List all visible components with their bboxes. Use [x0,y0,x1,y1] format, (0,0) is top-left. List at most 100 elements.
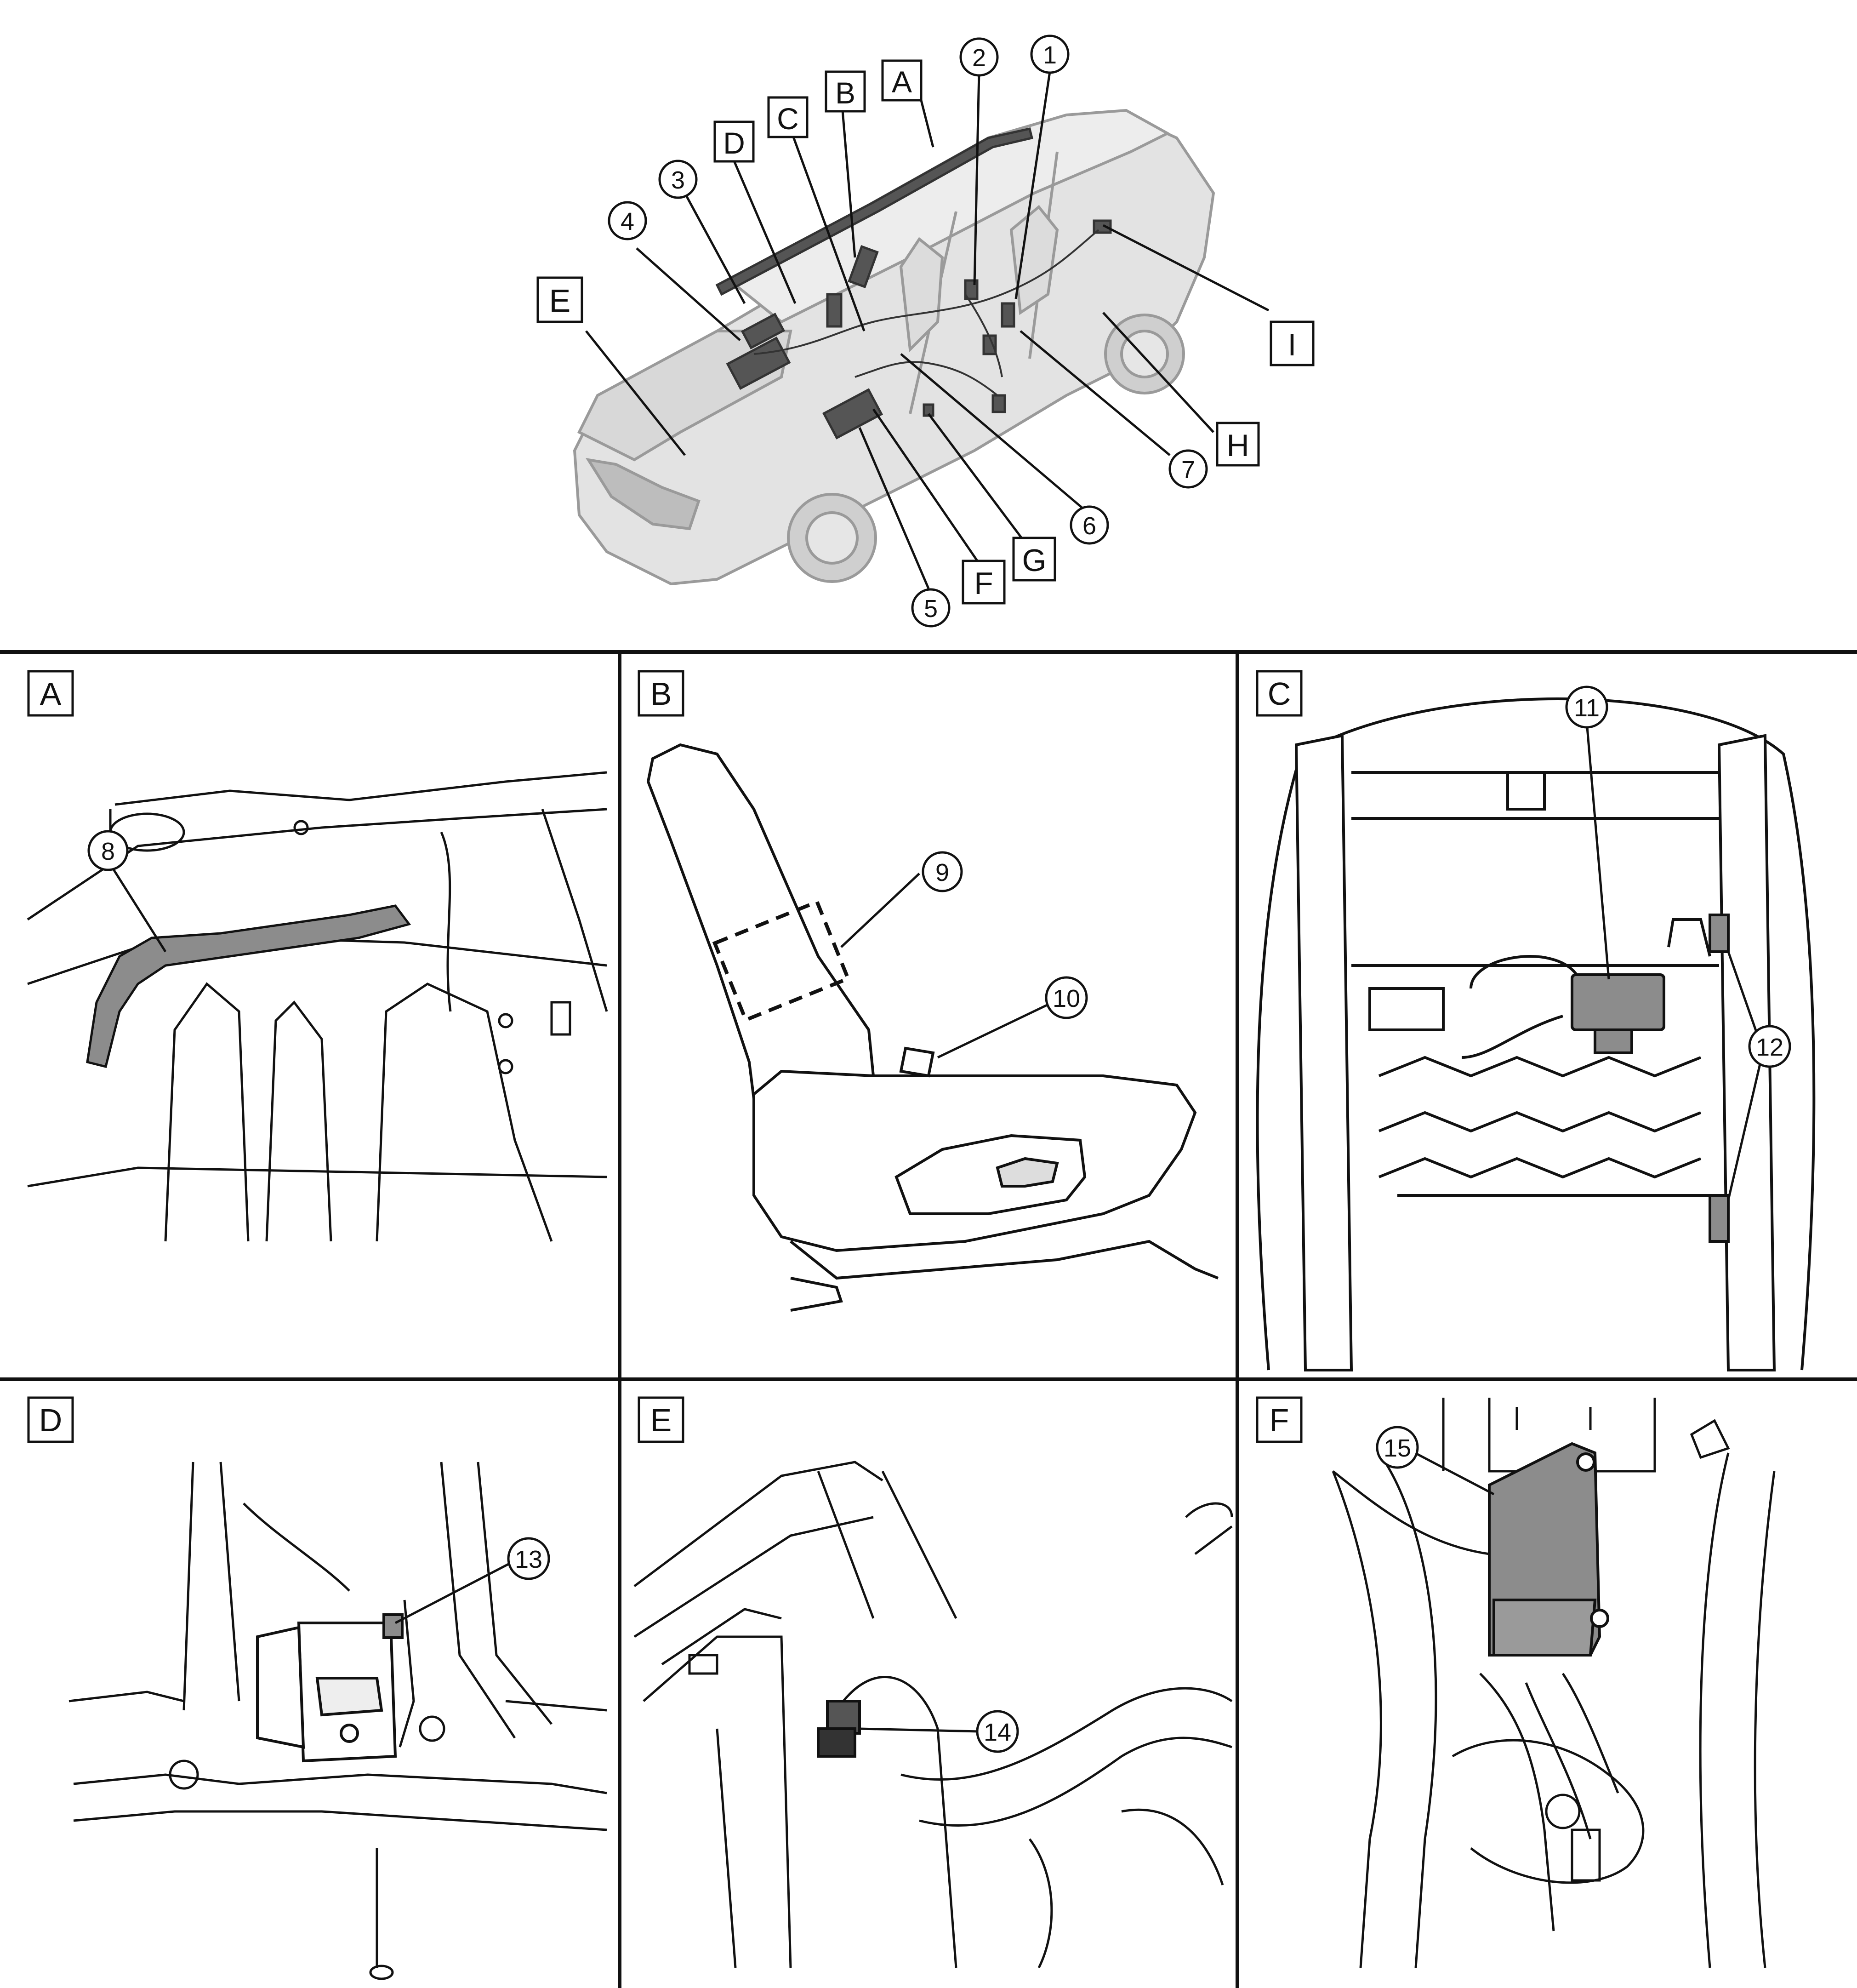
panel-B-label: B [638,670,684,717]
panel-C: C 11 [1256,670,1816,1371]
panel-D-leader-13 [394,1562,511,1624]
panel-B-leader-9 [840,873,920,948]
overview-label-A: A [881,59,923,102]
overview-callout-5: 5 [911,588,951,628]
occupant-sensor-connector [1594,1028,1633,1054]
overview-label-I: I [1270,320,1315,366]
svg-text:A: A [892,65,912,99]
occupant-sensor-unit [1571,973,1665,1031]
svg-text:C: C [777,102,799,136]
panel-F: F 15 [1256,1396,1776,1968]
panel-A-label: A [27,670,74,717]
engine-bay-structure [633,1461,1233,1969]
panel-B-leader-10 [937,1003,1049,1059]
seat-lever [996,1157,1059,1188]
svg-text:12: 12 [1756,1034,1783,1061]
seat-connector-lower [1709,1194,1730,1243]
panel-D: D 13 [27,1396,607,1980]
overview-wire-harness [753,229,1099,396]
panel-A-callout-8: 8 [87,830,129,871]
vehicle-seat [899,237,944,353]
airbag-control-unit-component [741,313,786,349]
frame-right-rail [1717,734,1776,1371]
svg-text:9: 9 [935,859,949,886]
overview-label-H: H [1216,422,1260,467]
svg-text:2: 2 [972,44,986,72]
panel-F-label: F [1256,1396,1303,1443]
curtain-airbag-module [715,127,1034,296]
belt-buckle-component [991,394,1006,413]
seat-drawing [646,743,1219,1312]
svg-text:11: 11 [1574,694,1600,722]
svg-text:14: 14 [984,1719,1011,1746]
vehicle-grille [585,457,701,531]
panel-E: E 14 [633,1396,1233,1969]
retractor-connector [382,1613,404,1639]
panel-C-callout-12: 12 [1748,1025,1791,1068]
overview-label-F: F [962,560,1006,605]
seat-buckle [899,1046,935,1078]
svg-text:A: A [40,676,62,712]
svg-text:B: B [835,76,855,110]
overview-label-C: C [767,96,809,138]
panel-F-callout-15: 15 [1376,1426,1419,1469]
front-impact-sensor [817,1700,861,1758]
svg-text:4: 4 [621,208,634,235]
panel-E-callout-14: 14 [976,1710,1019,1753]
svg-text:E: E [549,283,571,319]
seat-rail-front [790,1277,843,1312]
vehicle-seat-rear [1009,205,1059,315]
overview-callout-1: 1 [1030,34,1070,74]
pillar-structure [68,1462,607,1980]
overview-label-B: B [825,70,866,113]
panel-A: A 8 [27,670,608,1242]
panel-E-leader-14 [859,1727,980,1733]
side-airbag-component [848,245,879,288]
svg-text:D: D [723,126,745,160]
overview-leader-lines [585,71,1270,589]
frame-left-rail [1294,734,1353,1371]
frame-springs [1378,1056,1702,1078]
svg-text:13: 13 [515,1546,542,1573]
seat-side-trim [894,1134,1087,1215]
overview-label-G: G [1012,537,1056,582]
overview-label-D: D [713,120,755,163]
svg-text:1: 1 [1043,41,1057,69]
panel-grid [0,650,1857,1988]
overview-callout-7: 7 [1168,449,1208,489]
seat-belt-retractor [256,1622,397,1763]
svg-text:F: F [974,566,993,601]
panel-B-callout-9: 9 [922,851,963,892]
rear-wheel-hub [1120,330,1169,378]
svg-text:8: 8 [101,838,115,865]
svg-text:G: G [1022,543,1047,578]
overview-letter-labels: A B C D E F G H [536,59,1315,605]
seat-connector-upper [1709,914,1730,953]
panel-C-leader-12b [1727,1062,1762,1200]
overview-components [715,127,1112,440]
panel-D-label: D [27,1396,74,1443]
seat-rail [790,1240,1219,1280]
overview-callout-3: 3 [658,160,698,199]
panel-A-leader-8 [109,863,167,953]
svg-text:B: B [650,676,672,712]
seat-frame [1256,697,1816,1371]
occupant-sensor-component [822,388,883,440]
panel-E-label: E [638,1396,684,1443]
svg-text:E: E [650,1402,672,1438]
svg-text:H: H [1226,428,1249,463]
front-wheel-hub [805,511,859,565]
svg-text:5: 5 [924,595,938,623]
overview-callout-2: 2 [959,37,999,77]
overview-callout-6: 6 [1070,505,1109,545]
svg-text:F: F [1270,1402,1289,1438]
panel-C-leader-12a [1727,951,1762,1044]
panel-B: B 9 10 [638,670,1219,1312]
panel-B-callout-10: 10 [1045,976,1088,1019]
overview-callout-4: 4 [608,201,647,240]
overview-label-E: E [536,276,583,323]
airbag-control-unit [1488,1442,1609,1657]
svg-text:10: 10 [1053,985,1080,1012]
panel-C-label: C [1256,670,1303,717]
